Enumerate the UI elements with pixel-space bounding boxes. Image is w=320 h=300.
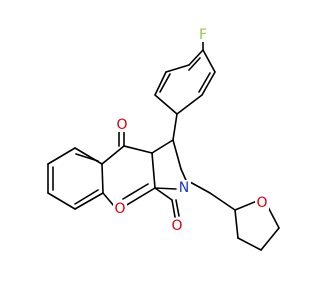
fluorine-label: F <box>199 27 207 43</box>
n-ch2-bond <box>189 181 211 194</box>
pyranone-ring <box>101 145 156 207</box>
benzo-ring <box>47 147 104 210</box>
atom-labels: F O N O O O <box>113 27 269 234</box>
nitrogen-label: N <box>179 180 189 196</box>
ketone-oxygen-label: O <box>116 117 127 133</box>
aryl-link-bond <box>172 113 178 141</box>
thf-oxygen-label: O <box>256 195 267 211</box>
fluorophenyl-ring <box>154 49 216 115</box>
ch2-thf-bond <box>209 192 236 211</box>
c3-n-bond <box>154 187 177 190</box>
structure-svg: F O N O O O <box>47 27 280 251</box>
lactam-carbonyl <box>171 199 176 218</box>
thf-ring <box>234 200 280 251</box>
lactam-oxygen-label: O <box>171 218 182 234</box>
chromene-oxygen-label: O <box>114 201 125 217</box>
molecule-diagram: F O N O O O <box>47 27 280 251</box>
